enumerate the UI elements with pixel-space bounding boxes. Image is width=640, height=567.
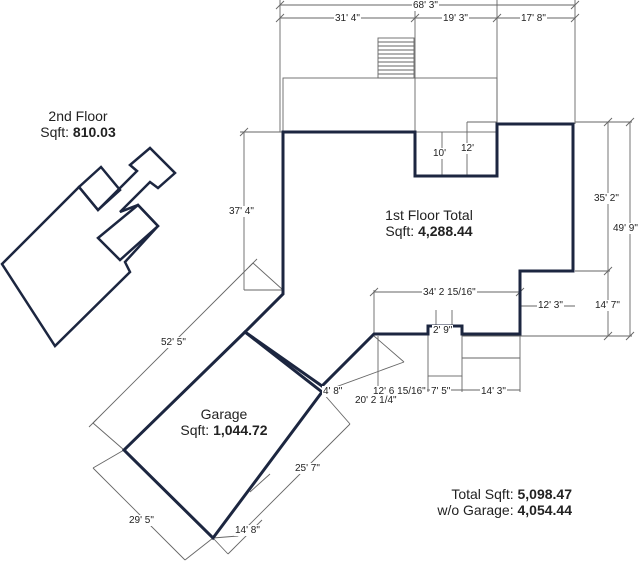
garage-sqft-label: Sqft: xyxy=(180,422,210,439)
second-floor-footprint xyxy=(0,146,177,348)
without-garage-label: w/o Garage: xyxy=(437,502,514,519)
total-sqft-value: 5,098.47 xyxy=(517,486,573,502)
total-sqft-label: Total Sqft: xyxy=(451,486,514,502)
first-floor-name: 1st Floor Total xyxy=(385,207,473,223)
garage-sqft: Sqft: 1,044.72 xyxy=(166,422,282,438)
first-floor-label: 1st Floor Total Sqft: 4,288.44 xyxy=(364,207,494,239)
second-floor-sqft: Sqft: 810.03 xyxy=(28,124,128,140)
dim-small-e: 20' 2 1/4" xyxy=(354,395,398,406)
walls xyxy=(121,122,575,541)
garage-sqft-value: 1,044.72 xyxy=(213,422,268,439)
dimension-lines xyxy=(88,0,635,561)
dim-right-overall: 49' 9" xyxy=(612,223,639,234)
dim-left-vertical: 37' 4" xyxy=(228,206,255,217)
second-floor-sqft-label: Sqft: xyxy=(40,124,70,141)
dim-garage-side: 25' 7" xyxy=(294,463,321,474)
dim-inner-width: 34' 2 15/16" xyxy=(422,287,477,298)
garage-label: Garage Sqft: 1,044.72 xyxy=(166,406,282,438)
dim-garage-door: 14' 8" xyxy=(234,525,261,536)
dim-small-d: 14' 3" xyxy=(480,386,507,397)
first-floor-sqft-value: 4,288.44 xyxy=(418,223,473,240)
first-floor-sqft: Sqft: 4,288.44 xyxy=(364,223,494,239)
without-garage-value: 4,054.44 xyxy=(517,502,573,519)
dim-right-upper: 35' 2" xyxy=(593,193,620,204)
garage-name: Garage xyxy=(200,406,248,422)
totals-block: Total Sqft: 5,098.47 w/o Garage: 4,054.4… xyxy=(412,486,572,518)
dim-right-lower: 14' 7" xyxy=(594,300,621,311)
dim-notch-b: 12' xyxy=(460,143,476,154)
dim-notch-a: 10' xyxy=(432,148,448,159)
dim-top-right: 17' 8" xyxy=(520,13,547,24)
dim-top-mid: 19' 3" xyxy=(442,13,469,24)
dim-small-b: 12' 6 15/16" xyxy=(372,386,427,397)
dim-top-left: 31' 4" xyxy=(334,13,361,24)
second-floor-name: 2nd Floor xyxy=(48,108,108,124)
second-floor-label: 2nd Floor Sqft: 810.03 xyxy=(28,108,128,140)
second-floor-sqft-value: 810.03 xyxy=(72,124,116,141)
dim-top-overall: 68' 3" xyxy=(412,0,439,11)
first-floor-sqft-label: Sqft: xyxy=(385,223,415,240)
without-garage-sqft: w/o Garage: 4,054.44 xyxy=(412,502,572,518)
total-sqft: Total Sqft: 5,098.47 xyxy=(412,486,572,502)
dim-small-a: 4' 8" xyxy=(322,386,344,397)
dim-garage-bottom: 29' 5" xyxy=(128,515,155,526)
dim-inner-step: 12' 3" xyxy=(537,300,564,311)
dim-porch: 2' 9" xyxy=(432,325,454,336)
dim-diag-long: 52' 5" xyxy=(160,337,187,348)
dim-small-c: 7' 5" xyxy=(430,386,452,397)
